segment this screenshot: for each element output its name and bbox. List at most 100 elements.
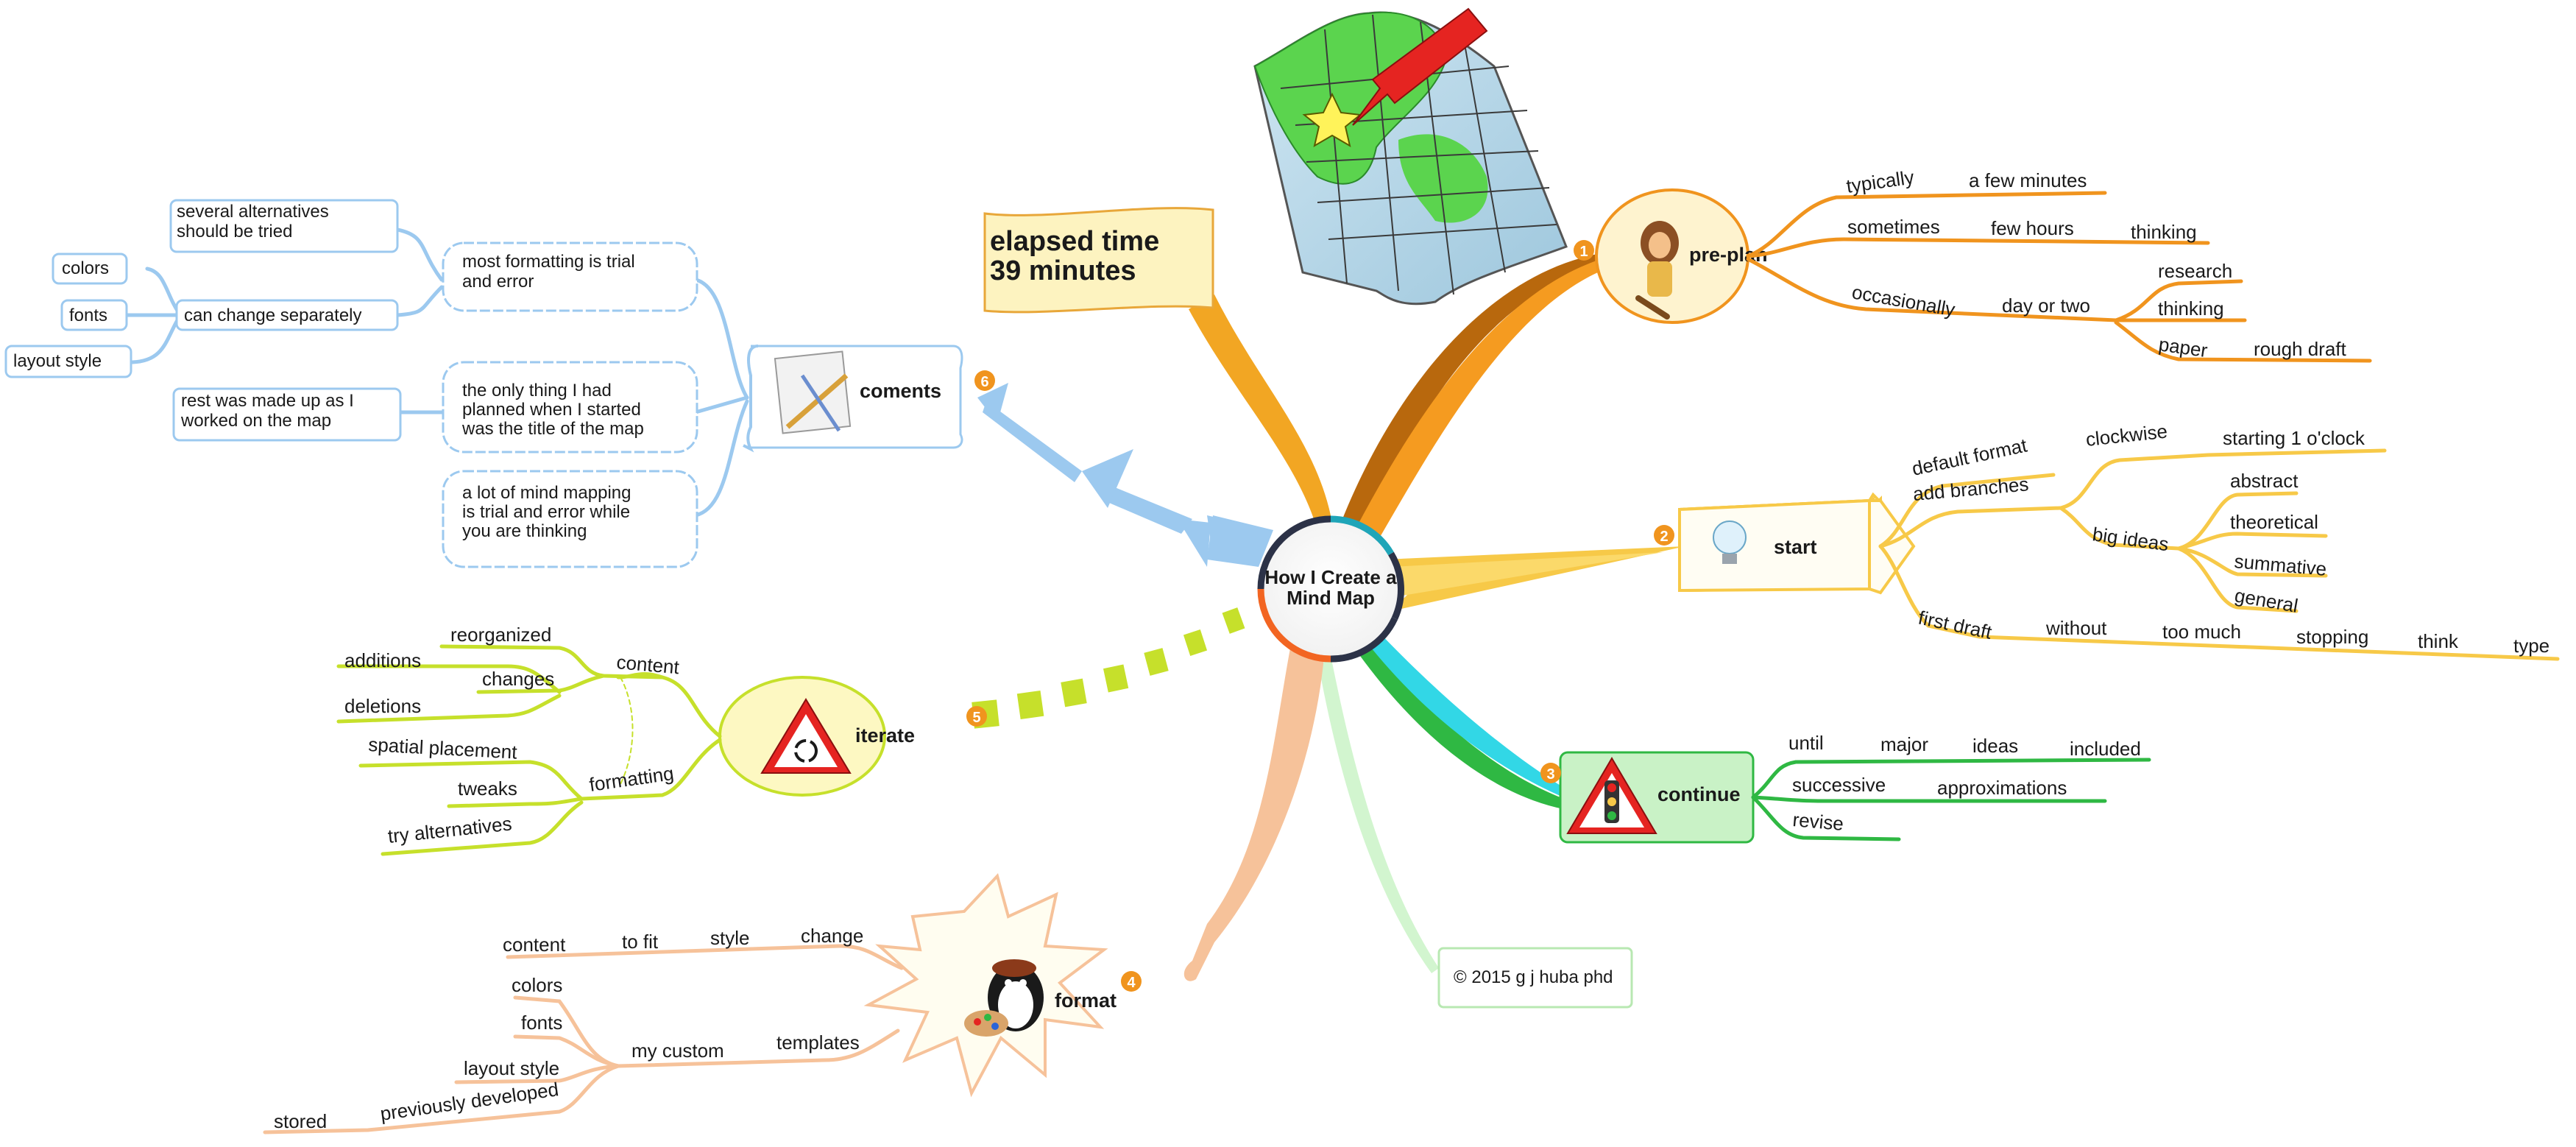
start-clockwise: clockwise <box>2084 420 2168 451</box>
continue-branches <box>1751 758 2151 841</box>
comment-cloud-2[interactable]: the only thing I had planned when I star… <box>442 361 698 453</box>
format-branches <box>263 944 904 1134</box>
comment3-line1: a lot of mind mapping <box>462 483 631 503</box>
iterate-branches <box>336 644 722 856</box>
format-style: style <box>710 927 749 949</box>
preplan-occasionally: occasionally <box>1850 280 1957 320</box>
format-content: content <box>503 934 566 956</box>
start-add-branches: add branches <box>1912 473 2030 505</box>
comment-layout-style[interactable]: layout style <box>4 345 132 378</box>
map-icon <box>1253 7 1568 306</box>
comment-can-change-separately[interactable]: can change separately <box>175 299 399 331</box>
continue-number: 3 <box>1546 766 1554 783</box>
topic-iterate[interactable]: iterate 5 <box>718 676 987 797</box>
copyright-connector <box>1317 655 1439 973</box>
elapsed-line2: 39 minutes <box>990 255 1136 286</box>
elapsed-time-callout[interactable]: elapsed time 39 minutes <box>983 207 1214 314</box>
start-too-much: too much <box>2162 621 2241 643</box>
comment2-line1: the only thing I had <box>462 381 612 400</box>
start-connector <box>1384 546 1685 611</box>
continue-ideas: ideas <box>1972 735 2018 757</box>
start-default-format: default format <box>1910 434 2029 480</box>
can-change-text: can change separately <box>184 306 362 325</box>
preplan-connector <box>1340 254 1601 537</box>
continue-until: until <box>1788 732 1824 754</box>
central-topic[interactable]: How I Create a Mind Map <box>1257 515 1404 663</box>
iterate-spatial-placement: spatial placement <box>368 733 518 763</box>
fonts-text: fonts <box>69 306 107 325</box>
topic-start[interactable]: start 2 <box>1654 492 1916 595</box>
start-big-ideas: big ideas <box>2091 523 2170 555</box>
format-number: 4 <box>1127 975 1136 991</box>
format-label: format <box>1055 989 1117 1012</box>
preplan-sometimes: sometimes <box>1847 216 1940 238</box>
colors-text: colors <box>62 258 109 278</box>
preplan-typically: typically <box>1845 166 1916 197</box>
iterate-labels: content reorganized changes additions de… <box>344 624 681 847</box>
start-think: think <box>2418 630 2459 652</box>
comment-cloud-1[interactable]: most formatting is trial and error <box>442 241 698 312</box>
format-connector <box>1183 640 1325 981</box>
continue-labels: until major ideas included successive ap… <box>1788 732 2141 835</box>
iterate-connector <box>972 607 1245 729</box>
format-templates: templates <box>776 1031 860 1054</box>
topic-preplan[interactable]: pre-plan 1 <box>1574 188 1768 324</box>
iterate-deletions: deletions <box>344 695 421 717</box>
iterate-additions: additions <box>344 649 421 671</box>
preplan-rough-draft: rough draft <box>2254 338 2347 360</box>
iterate-number: 5 <box>972 710 980 726</box>
recycle-warning-icon <box>760 698 852 774</box>
start-without: without <box>2045 617 2107 639</box>
preplan-a-few-minutes: a few minutes <box>1969 169 2087 191</box>
preplan-branches <box>1746 191 2372 363</box>
start-label: start <box>1774 536 1817 558</box>
topic-format[interactable]: format 4 <box>863 873 1142 1098</box>
format-colors: colors <box>512 974 562 996</box>
copyright-text: © 2015 g j huba phd <box>1454 967 1613 987</box>
caveman-icon <box>1635 221 1679 320</box>
comment-several-alternatives[interactable]: several alternatives should be tried <box>169 199 399 253</box>
start-labels: default format add branches clockwise st… <box>1910 420 2550 657</box>
iterate-label: iterate <box>855 724 915 747</box>
format-my-custom: my custom <box>631 1040 724 1062</box>
comment-cloud-3[interactable]: a lot of mind mapping is trial and error… <box>442 470 698 568</box>
preplan-number: 1 <box>1579 244 1588 260</box>
start-number: 2 <box>1660 529 1668 545</box>
comment-rest-made-up[interactable]: rest was made up as I worked on the map <box>172 387 402 442</box>
start-abstract: abstract <box>2230 470 2299 492</box>
comment3-line3: you are thinking <box>462 521 587 541</box>
several-line2: should be tried <box>177 222 292 241</box>
iterate-reorganized: reorganized <box>450 624 551 646</box>
iterate-formatting: formatting <box>588 762 676 796</box>
topic-comments[interactable]: coments 6 <box>743 345 995 453</box>
traffic-light-icon <box>1566 757 1657 834</box>
rest-line1: rest was made up as I <box>181 391 354 411</box>
start-starting: starting 1 o'clock <box>2223 427 2366 449</box>
layout-style-text: layout style <box>13 351 102 371</box>
format-change: change <box>801 925 863 947</box>
start-first-draft: first draft <box>1917 607 1995 644</box>
format-previously-developed: previously developed <box>379 1078 560 1125</box>
comment3-line2: is trial and error while <box>462 502 630 522</box>
lightbulb-icon <box>1713 520 1747 564</box>
comment-fonts[interactable]: fonts <box>60 299 128 331</box>
start-theoretical: theoretical <box>2230 511 2318 533</box>
continue-major: major <box>1880 733 1928 755</box>
preplan-thinking: thinking <box>2131 221 2197 243</box>
comment-colors[interactable]: colors <box>52 253 128 285</box>
comments-number: 6 <box>980 374 988 390</box>
preplan-research: research <box>2158 260 2232 282</box>
comments-label: coments <box>860 380 941 402</box>
continue-included: included <box>2070 738 2141 760</box>
several-line1: several alternatives <box>177 202 329 222</box>
format-layout-style: layout style <box>464 1057 559 1079</box>
continue-revise: revise <box>1791 808 1844 835</box>
continue-approximations: approximations <box>1937 777 2067 799</box>
start-branches <box>1878 448 2560 661</box>
notepad-icon <box>774 350 852 434</box>
preplan-thinking2: thinking <box>2158 297 2224 320</box>
comment1-line2: and error <box>462 272 534 292</box>
start-type: type <box>2513 635 2550 657</box>
topic-continue[interactable]: continue 3 <box>1540 751 1755 844</box>
